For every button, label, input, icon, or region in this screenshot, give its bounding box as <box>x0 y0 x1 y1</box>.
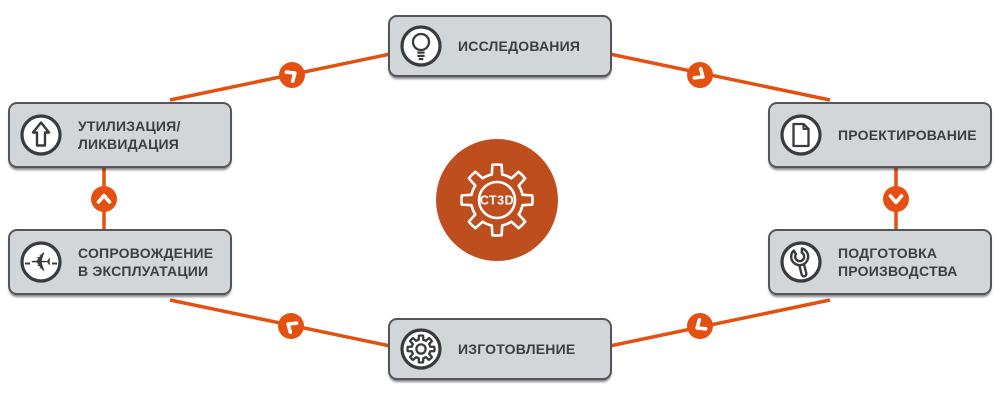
document-icon <box>780 114 822 156</box>
node-label: ИЗГОТОВЛЕНИЕ <box>458 340 576 357</box>
node-label: СОПРОВОЖДЕНИЕ В ЭКСПЛУАТАЦИИ <box>78 244 214 279</box>
node-label: ИССЛЕДОВАНИЯ <box>458 37 581 54</box>
airplane-glyph: ✈ <box>30 248 52 278</box>
node-research: ИССЛЕДОВАНИЯ <box>388 15 612 77</box>
hub-label: СТ3D <box>480 194 514 208</box>
chevron-down-left-icon <box>695 317 708 331</box>
connector-research-to-design <box>599 50 831 102</box>
chevron-up-left-icon <box>286 321 299 335</box>
node-operation-support: ✈ СОПРОВОЖДЕНИЕ В ЭКСПЛУАТАЦИИ <box>8 229 232 295</box>
connector-preparation-to-manufacturing <box>599 298 831 350</box>
flow-arrow-bottom-left <box>278 313 304 339</box>
gear-icon <box>400 328 442 370</box>
flow-arrow-right <box>883 186 909 212</box>
chevron-down-icon <box>888 194 904 205</box>
flow-arrow-top-right <box>687 62 713 88</box>
hub-gear-outline <box>460 163 534 237</box>
node-disposal: УТИЛИЗАЦИЯ/ ЛИКВИДАЦИЯ <box>8 102 232 168</box>
hub-logo: СТ3D <box>436 139 558 261</box>
up-arrow-icon <box>20 114 62 156</box>
node-label: УТИЛИЗАЦИЯ/ ЛИКВИДАЦИЯ <box>78 117 181 152</box>
wrench-icon <box>780 241 822 283</box>
flow-arrow-bottom-right <box>687 313 713 339</box>
flow-arrow-top-left <box>279 62 305 88</box>
flow-arrow-left <box>91 186 117 212</box>
node-production-preparation: ПОДГОТОВКА ПРОИЗВОДСТВА <box>768 229 992 295</box>
node-label: ПОДГОТОВКА ПРОИЗВОДСТВА <box>838 244 958 279</box>
node-label: ПРОЕКТИРОВАНИЕ <box>838 126 977 143</box>
hub-circle <box>436 139 558 261</box>
airplane-icon: ✈ <box>20 241 62 283</box>
node-manufacturing: ИЗГОТОВЛЕНИЕ <box>388 318 612 380</box>
chevron-up-right-icon <box>284 70 297 84</box>
node-design: ПРОЕКТИРОВАНИЕ <box>768 102 992 168</box>
lightbulb-icon <box>400 25 442 67</box>
chevron-up-icon <box>96 193 112 204</box>
chevron-down-right-icon <box>692 66 705 80</box>
